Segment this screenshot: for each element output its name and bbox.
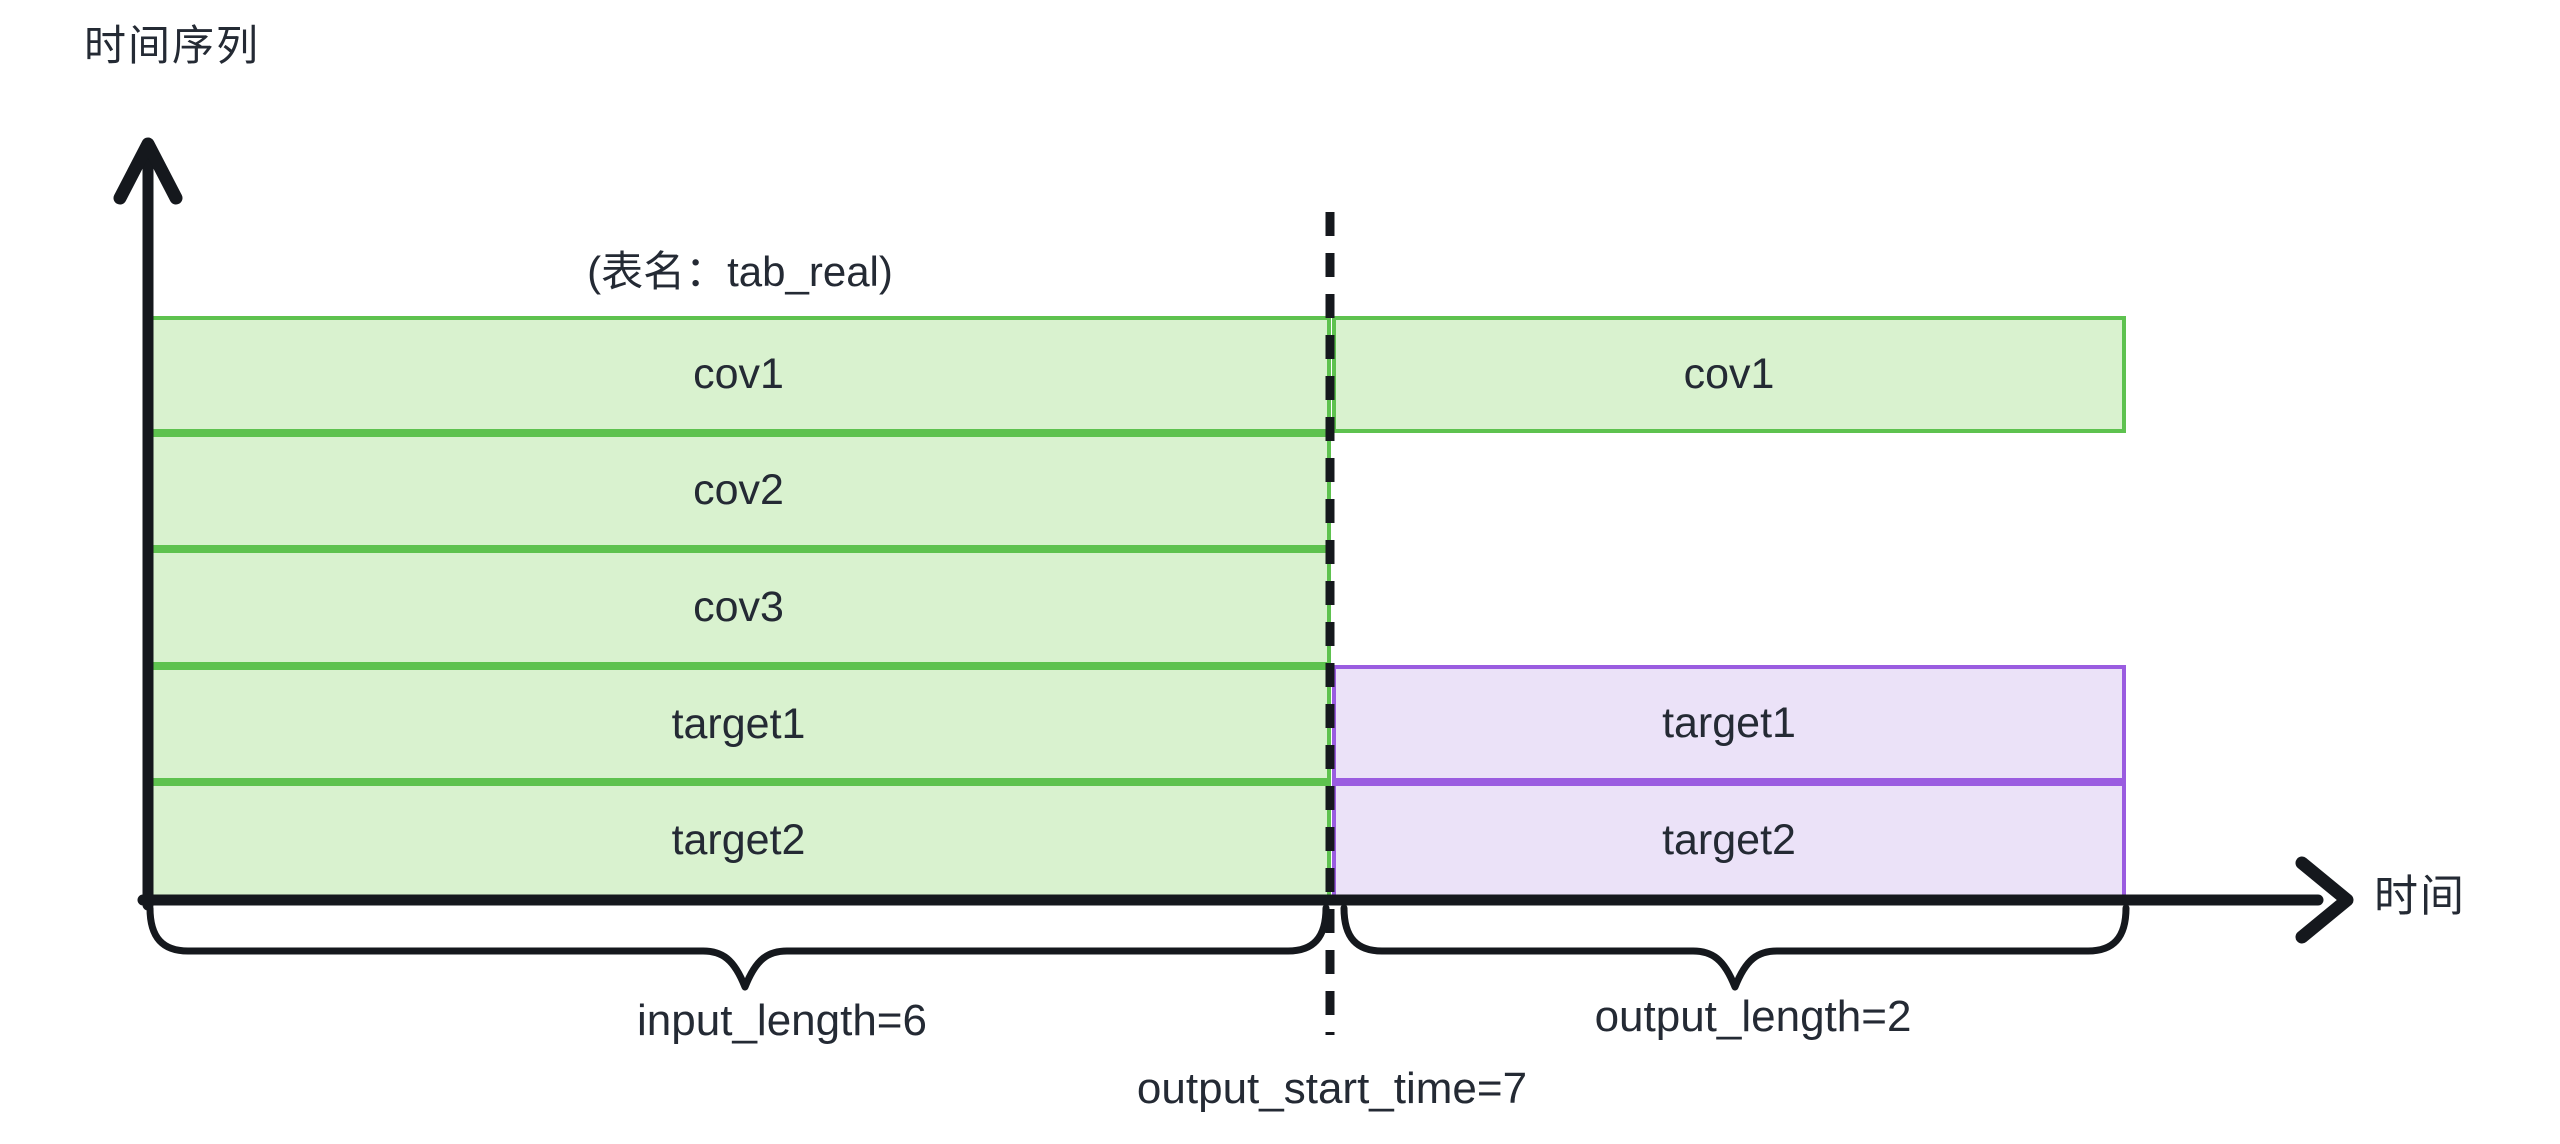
input-length-brace — [146, 904, 1330, 991]
output-bar-cov1-label: cov1 — [1683, 350, 1775, 398]
input-bar-cov2: cov2 — [146, 432, 1331, 550]
output-bar-cov1: cov1 — [1332, 316, 2126, 433]
input-bar-target1: target1 — [146, 665, 1331, 783]
x-axis-arrow-icon — [2295, 856, 2354, 944]
output-bar-target1-label: target1 — [1662, 699, 1796, 747]
input-bar-cov3: cov3 — [146, 549, 1331, 666]
output-length-brace — [1340, 904, 2130, 991]
output-length-label: output_length=2 — [1594, 992, 1912, 1041]
y-axis-arrow-icon — [113, 137, 183, 205]
table-name-label: (表名：tab_real) — [587, 248, 893, 295]
input-bar-target1-label: target1 — [671, 699, 806, 748]
output-target-bars: target1 target2 — [1332, 665, 2126, 899]
output-bar-target2-label: target2 — [1662, 816, 1796, 864]
input-bar-cov1: cov1 — [146, 316, 1331, 433]
input-bar-cov2-label: cov2 — [693, 466, 784, 515]
input-bar-target2-label: target2 — [671, 816, 806, 865]
y-axis-title: 时间序列 — [84, 22, 261, 69]
input-window-bars: cov1 cov2 cov3 target1 target2 — [146, 316, 1331, 899]
input-bar-cov3-label: cov3 — [693, 582, 784, 631]
input-bar-target2: target2 — [146, 782, 1331, 899]
x-axis-label: 时间 — [2374, 872, 2466, 921]
input-length-label: input_length=6 — [637, 996, 927, 1045]
output-bar-target2: target2 — [1332, 782, 2126, 899]
output-bar-target1: target1 — [1332, 665, 2126, 782]
output-start-time-label: output_start_time=7 — [1136, 1064, 1528, 1113]
input-bar-cov1-label: cov1 — [693, 349, 784, 398]
